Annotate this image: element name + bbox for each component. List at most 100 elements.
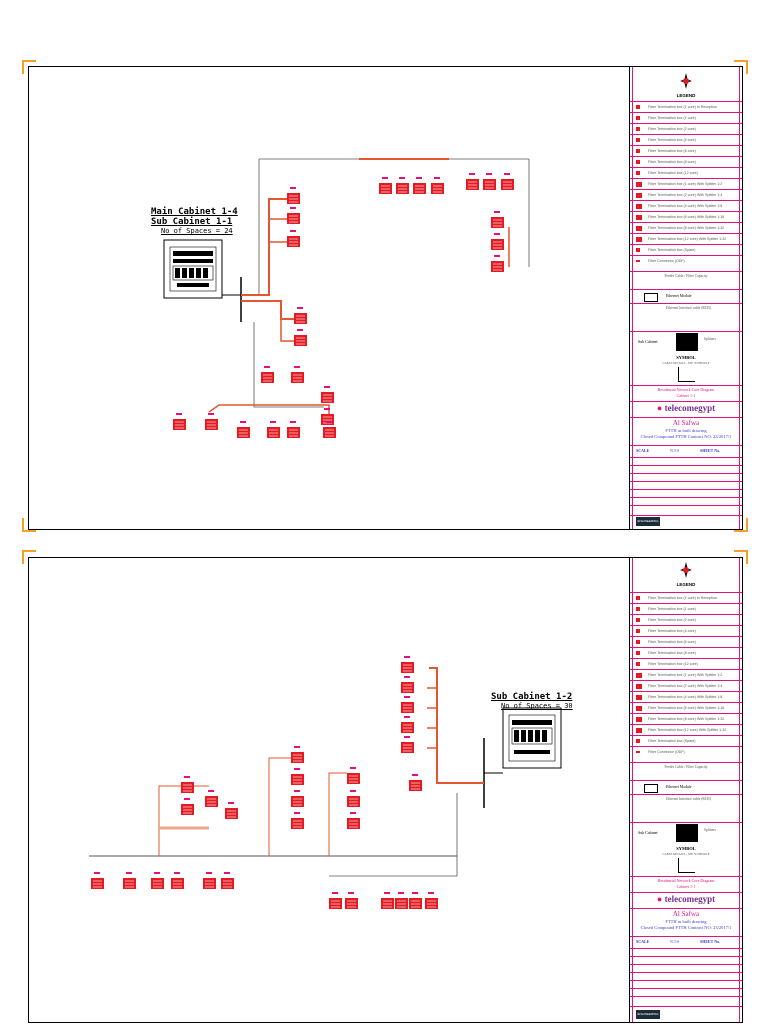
crop-mark — [22, 60, 36, 74]
legend-row-label: Fiber Termination box (2 core) With Spli… — [648, 684, 723, 688]
termination-box-icon — [401, 656, 414, 673]
termination-box-icon — [401, 736, 414, 753]
contract-number: Closed Compound FTTH Contract NO: 23/201… — [640, 434, 732, 439]
legend-row: Fiber Termination box (8 core) With Spli… — [630, 713, 742, 724]
termination-box-icon — [205, 413, 218, 430]
legend-row: Fiber Termination box (6 core) With Spli… — [630, 211, 742, 222]
ethernet-label: Ethernet Module — [666, 785, 692, 789]
termination-box-icon — [287, 230, 300, 247]
legend-row: Fiber Termination box (2 core) With Spli… — [630, 189, 742, 200]
legend-row: Fiber Termination box (6 core) — [630, 145, 742, 156]
terminal-box-icon — [636, 215, 642, 220]
drawing-sheet-1: Main Cabinet 1-4 Sub Cabinet 1-1 No of S… — [28, 66, 743, 530]
legend-row-label: Fiber Termination box (6 core) — [648, 640, 696, 644]
termination-box-icon — [401, 676, 414, 693]
sub-cabinet-icon — [676, 824, 698, 842]
legend-row-label: Fiber Termination box (6 core) With Spli… — [648, 215, 725, 219]
termination-box-icon — [291, 790, 304, 807]
logo-figure-icon — [678, 858, 695, 873]
termination-box-icon — [409, 774, 422, 791]
cabinet-spaces: No of Spaces = 30 — [501, 702, 573, 710]
terminal-box-icon — [636, 751, 640, 753]
termination-box-icon — [379, 177, 392, 194]
legend-row: Fiber Termination box (4 core) With Spli… — [630, 200, 742, 211]
termination-box-icon — [173, 413, 186, 430]
legend-row-label: Fiber Termination box (1 core) in Recept… — [648, 596, 717, 600]
crop-mark — [734, 60, 748, 74]
legend-row: Fiber Termination box (4 core) — [630, 134, 742, 145]
termination-box-icon — [347, 812, 360, 829]
terminal-box-icon — [636, 695, 642, 700]
termination-box-icon — [321, 386, 334, 403]
legend-row-label: Fiber Termination box (2 core) — [648, 618, 696, 622]
company-logo: ● telecomegypt — [656, 894, 716, 904]
north-arrow-icon — [680, 73, 692, 89]
project-line: Residential Network Core Diagram — [657, 878, 715, 883]
terminal-box-icon — [636, 651, 640, 655]
legend-row-label: Fiber Termination box (1 core) With Spli… — [648, 673, 723, 677]
termination-box-icon — [291, 768, 304, 785]
terminal-box-icon — [636, 171, 640, 175]
terminal-box-icon — [636, 629, 640, 633]
legend-row: Fiber Termination box (2 core) With Spli… — [630, 680, 742, 691]
termination-box-icon — [466, 173, 479, 190]
legend-row: Fiber Termination box (8 core) — [630, 647, 742, 658]
scale-value: N.T.S — [670, 939, 680, 944]
legend-row-label: Fiber Termination box (1 core) — [648, 607, 696, 611]
terminal-box-icon — [636, 618, 640, 622]
legend-row: Fiber Termination box (1 core) in Recept… — [630, 101, 742, 112]
terminal-box-icon — [636, 204, 642, 209]
drawing-title: FTTH as built drawing — [665, 428, 707, 433]
legend-row-label: Fiber Termination box (1 core) — [648, 116, 696, 120]
legend-row: Fiber Termination box (1 core) With Spli… — [630, 178, 742, 189]
terminal-box-icon — [636, 673, 642, 678]
legend-row: Fiber Termination box (12 core) — [630, 658, 742, 669]
terminal-box-icon — [636, 193, 642, 198]
termination-box-icon — [483, 173, 496, 190]
termination-box-icon — [203, 872, 216, 889]
network-diagram-1 — [163, 158, 530, 438]
termination-box-icon — [291, 812, 304, 829]
legend-row: Fiber Termination box (6 core) — [630, 636, 742, 647]
termination-box-icon — [395, 892, 408, 909]
project-line: Residential Network Core Diagram — [657, 387, 715, 392]
legend-row: Fiber Termination box (2 core) — [630, 614, 742, 625]
legend-row: Fiber Termination box (12 core) — [630, 167, 742, 178]
terminal-box-icon — [636, 182, 642, 187]
legend-row: Fiber Termination box (8 core) — [630, 156, 742, 167]
scale-value: N.T.S — [670, 448, 680, 453]
legend-row-label: Fiber Termination box (12 core) With Spl… — [648, 237, 727, 241]
termination-box-icon — [294, 307, 307, 324]
title-block: LEGEND Fiber Termination box (1 core) in… — [629, 558, 742, 1022]
network-diagram-2 — [89, 656, 562, 909]
legend-row: Fiber Termination box (1 core) in Recept… — [630, 592, 742, 603]
sub-cabinet-label: Sub Cabinet — [638, 339, 658, 344]
legend-row: Fiber Termination box (2 core) — [630, 123, 742, 134]
termination-box-icon — [431, 177, 444, 194]
legend-row: Fiber Connector (ODF) — [630, 255, 742, 266]
contract-number: Closed Compound FTTH Contract NO: 23/201… — [640, 925, 732, 930]
termination-box-icon — [409, 892, 422, 909]
legend-row-label: Fiber Termination box (8 core) — [648, 160, 696, 164]
legend-row-label: Fiber Termination box (8 core) With Spli… — [648, 226, 725, 230]
legend-title: LEGEND — [676, 93, 696, 98]
terminal-box-icon — [636, 739, 640, 743]
legend-row-label: Fiber Termination box (6 core) — [648, 149, 696, 153]
legend-row: Fiber Termination box (1 core) With Spli… — [630, 669, 742, 680]
termination-box-icon — [425, 892, 438, 909]
termination-box-icon — [151, 872, 164, 889]
legend-row: Fiber Termination box (8 core) With Spli… — [630, 222, 742, 233]
symbol-sub: CABLE DETAILS - SEE SCHEDULE — [662, 852, 710, 856]
ethernet-module-icon — [644, 293, 658, 302]
cabinet-spaces: No of Spaces = 24 — [161, 227, 233, 235]
termination-box-icon — [261, 366, 274, 383]
legend-row: Fiber Termination box (Spare) — [630, 735, 742, 746]
symbol-caption: SYMBOL — [676, 355, 696, 360]
termination-box-icon — [237, 421, 250, 438]
termination-box-icon — [413, 177, 426, 194]
legend-row-label: Fiber Termination box (12 core) With Spl… — [648, 728, 727, 732]
terminal-box-icon — [636, 149, 640, 153]
termination-box-icon — [291, 366, 304, 383]
title-block: LEGEND Fiber Termination box (1 core) in… — [629, 67, 742, 529]
ethernet-desc: Ethernet Interface cable (RJ45) — [666, 797, 711, 801]
